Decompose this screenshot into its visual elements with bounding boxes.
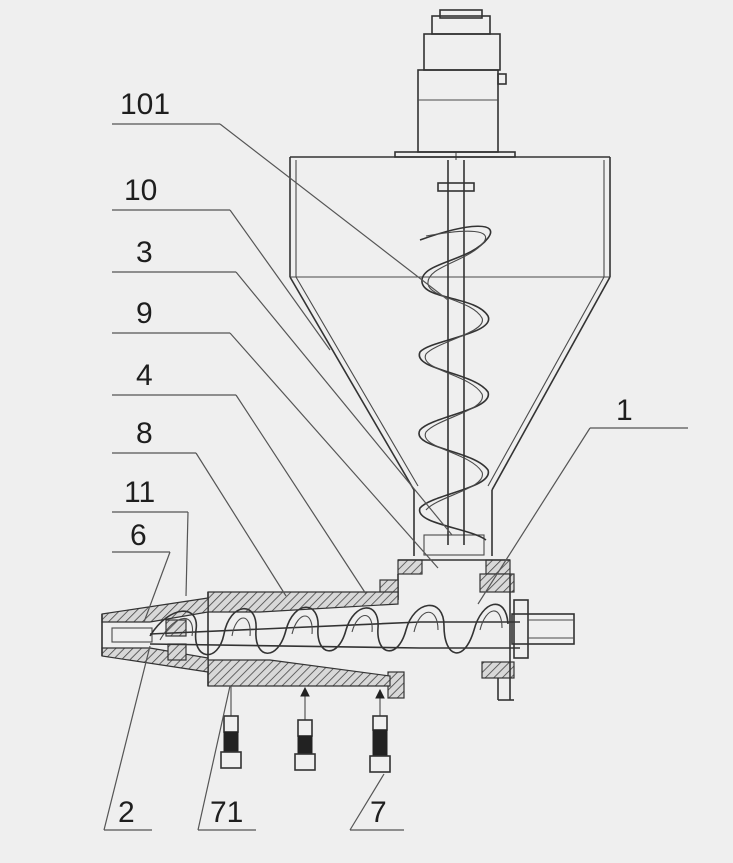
motor <box>417 9 507 160</box>
probe-left <box>220 686 242 769</box>
barrel <box>101 559 575 701</box>
part-labels: 101 10 3 9 4 8 11 6 1 2 71 7 <box>118 88 633 829</box>
label-2: 2 <box>118 796 135 829</box>
label-4: 4 <box>136 359 153 392</box>
label-11: 11 <box>124 476 155 509</box>
label-1: 1 <box>616 394 633 427</box>
probe-right <box>369 688 391 773</box>
probe-middle <box>294 686 316 771</box>
hopper <box>289 151 611 556</box>
label-9: 9 <box>136 297 153 330</box>
label-101: 101 <box>120 88 170 121</box>
label-3: 3 <box>136 236 153 269</box>
leader-lines <box>103 123 688 831</box>
horizontal-screw <box>149 603 520 656</box>
label-71: 71 <box>210 796 243 829</box>
label-8: 8 <box>136 417 153 450</box>
vertical-screw <box>418 160 492 545</box>
label-7: 7 <box>370 796 387 829</box>
label-10: 10 <box>124 174 157 207</box>
label-6: 6 <box>130 519 147 552</box>
